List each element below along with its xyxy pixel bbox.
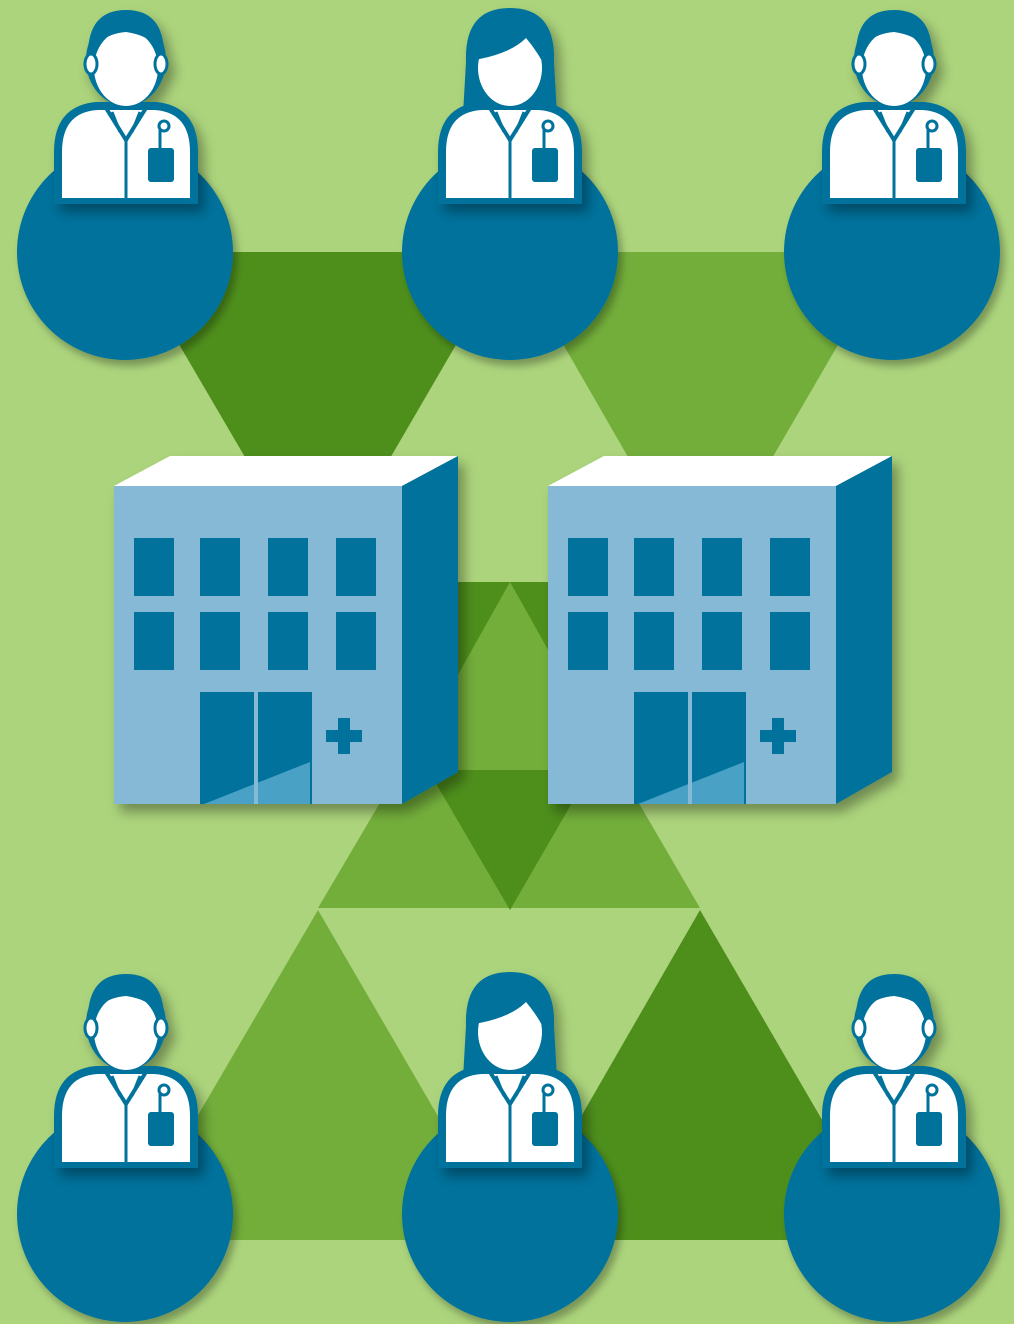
triangle-top-right <box>510 252 892 582</box>
hospital-building-icon <box>546 454 894 806</box>
hospital-building-icon <box>112 454 460 806</box>
triangle-bottom-right <box>510 910 892 1240</box>
triangle-top-left <box>125 252 510 582</box>
triangle-bottom-left <box>125 910 510 1240</box>
